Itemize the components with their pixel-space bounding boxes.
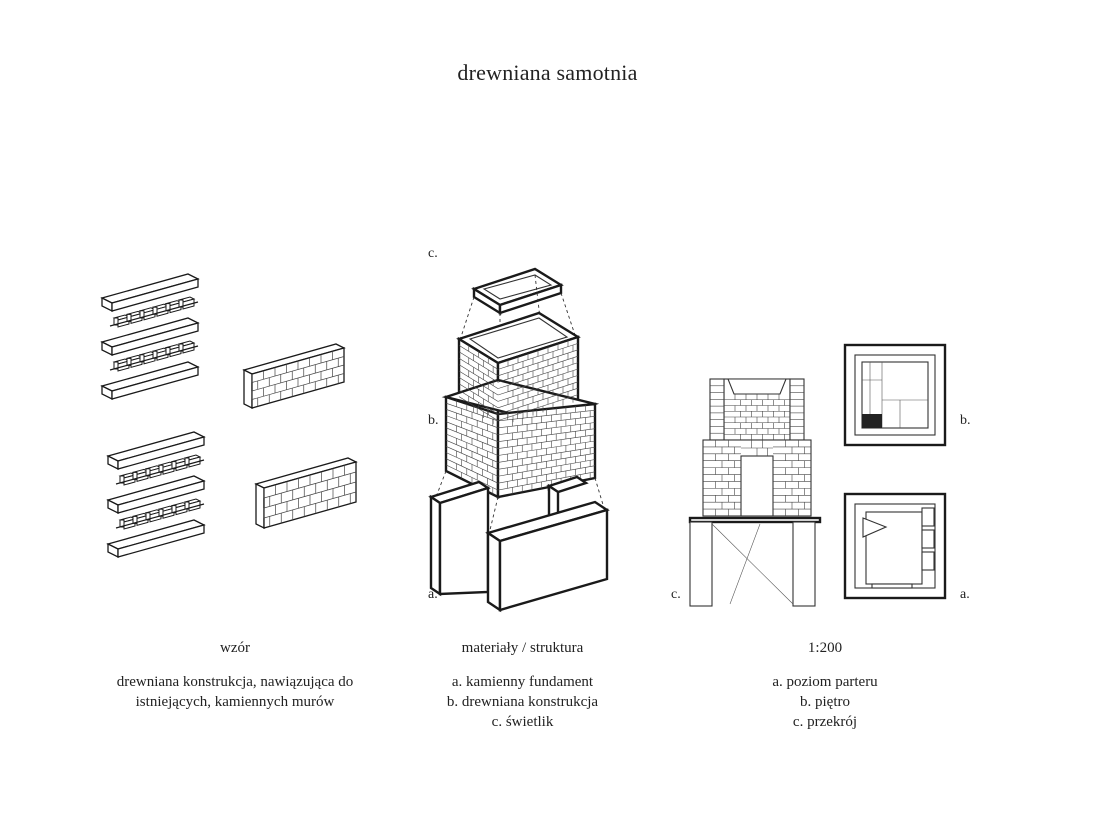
caption-heading: 1:200	[807, 640, 843, 656]
label-section: c.	[671, 587, 681, 602]
exploded-axonometric	[428, 267, 610, 613]
label-foundation: a.	[428, 587, 438, 602]
caption-materials: materiały / struktura a. kamienny fundam…	[400, 638, 645, 732]
caption-line: a. poziom parteru	[772, 674, 878, 690]
caption-line: b. piętro	[800, 694, 850, 710]
caption-line: c. świetlik	[491, 714, 554, 730]
caption-scale: 1:200 a. poziom parteru b. piętro c. prz…	[720, 638, 930, 732]
pattern-stack-top	[100, 273, 200, 401]
caption-heading: materiały / struktura	[461, 640, 584, 656]
timber-structure	[441, 311, 600, 499]
skylight	[471, 267, 564, 316]
caption-pattern: wzór drewniana konstrukcja, nawiązująca …	[80, 638, 390, 712]
floor-plan-ground	[843, 492, 947, 600]
pattern-wall-bottom	[254, 457, 358, 530]
caption-line: b. drewniana konstrukcja	[446, 694, 599, 710]
caption-line: c. przekrój	[792, 714, 858, 730]
label-skylight: c.	[428, 246, 438, 261]
pattern-wall-top	[242, 343, 346, 410]
caption-line: drewniana konstrukcja, nawiązująca do	[116, 674, 354, 690]
floor-plan-upper	[843, 343, 947, 447]
label-upper-plan: b.	[960, 413, 971, 428]
caption-heading: wzór	[220, 640, 250, 656]
label-timber: b.	[428, 413, 439, 428]
caption-line: a. kamienny fundament	[451, 674, 594, 690]
page-title: drewniana samotnia	[457, 60, 638, 85]
stone-foundation	[428, 475, 610, 613]
pattern-stack-bottom	[106, 431, 206, 559]
caption-line: istniejących, kamiennych murów	[135, 694, 335, 710]
section-drawing	[688, 378, 822, 607]
label-ground-plan: a.	[960, 587, 970, 602]
